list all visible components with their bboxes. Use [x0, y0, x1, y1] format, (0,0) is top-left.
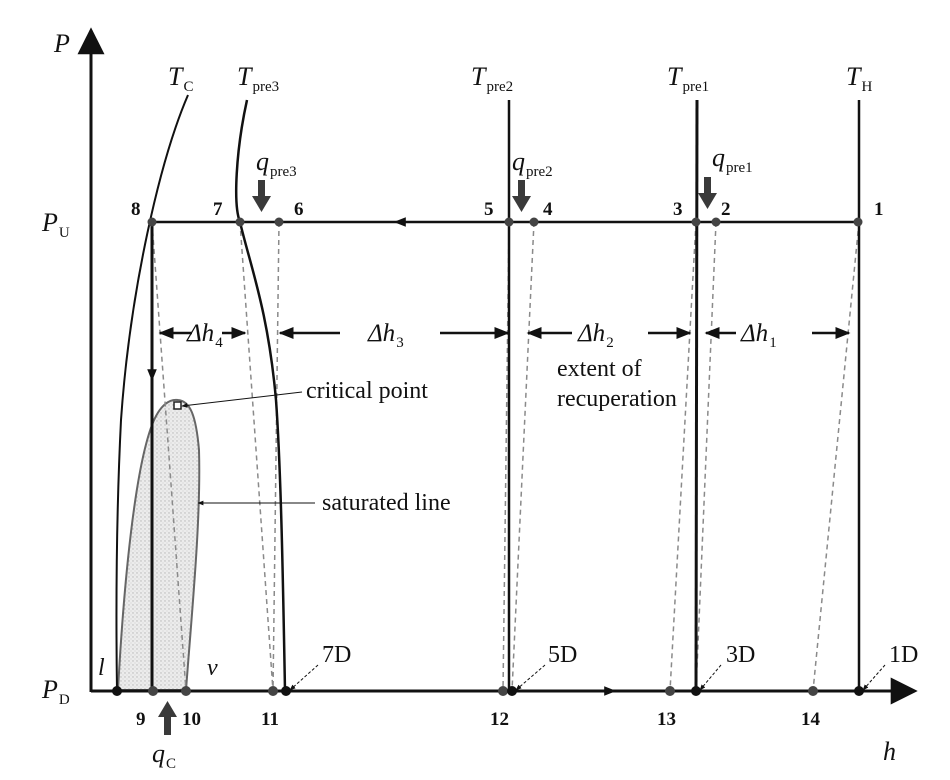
- state-label-8: 8: [131, 199, 141, 220]
- state-label-1d: 1D: [889, 642, 918, 668]
- isotherm-label-tpre3: Tpre3: [237, 62, 279, 95]
- delta-h2-label: Δh2: [577, 320, 614, 351]
- delta-h4-label: Δh4: [186, 320, 223, 351]
- state-label-14: 14: [801, 709, 821, 730]
- heat-arrows: [158, 177, 717, 735]
- critical-point-marker: [173, 401, 182, 410]
- isotherm-tpre3: [235, 99, 287, 692]
- state-label-4: 4: [543, 199, 553, 220]
- q-c-arrow: [158, 701, 177, 735]
- pointer-arrows: [181, 391, 886, 691]
- dashed-paths: [151, 221, 860, 692]
- q-pre2-arrow: [512, 180, 531, 212]
- isotherm-tc: [115, 94, 189, 692]
- recuperation-label-line2: recuperation: [557, 386, 677, 412]
- state-label-10: 10: [182, 709, 201, 730]
- state-label-3: 3: [673, 199, 683, 220]
- state-label-1: 1: [874, 199, 884, 220]
- saturation-dome: [116, 398, 201, 691]
- critical-point-label: critical point: [306, 378, 428, 404]
- state-dots: [112, 217, 864, 696]
- q-pre3-arrow: [252, 180, 271, 212]
- state-label-9: 9: [136, 709, 146, 730]
- state-label-13: 13: [657, 709, 676, 730]
- pressure-upper-label: PU: [41, 208, 70, 241]
- heat-label-qpre2: qpre2: [512, 147, 553, 180]
- isotherm-label-tpre1: Tpre1: [667, 62, 709, 95]
- state-label-7d: 7D: [322, 642, 351, 668]
- state-label-6: 6: [294, 199, 304, 220]
- q-pre1-arrow: [698, 177, 717, 209]
- state-label-11: 11: [261, 709, 279, 730]
- y-axis-symbol: P: [53, 29, 70, 58]
- heat-label-qc: qC: [152, 739, 176, 772]
- state-label-3d: 3D: [726, 642, 755, 668]
- isotherm-label-th: TH: [846, 62, 872, 95]
- state-label-7: 7: [213, 199, 223, 220]
- isotherm-label-tc: TC: [168, 62, 193, 95]
- heat-label-qpre3: qpre3: [256, 147, 297, 180]
- state-label-12: 12: [490, 709, 509, 730]
- vapor-phase-label: v: [207, 655, 218, 681]
- state-label-2: 2: [721, 199, 731, 220]
- isotherm-label-tpre2: Tpre2: [471, 62, 513, 95]
- delta-h1-label: Δh1: [740, 320, 777, 351]
- pressure-lower-label: PD: [41, 675, 70, 708]
- saturated-line-label: saturated line: [322, 490, 451, 516]
- state-label-5d: 5D: [548, 642, 577, 668]
- x-axis-symbol: h: [883, 737, 896, 766]
- recuperation-label-line1: extent of: [557, 356, 642, 382]
- isotherms: [115, 94, 861, 692]
- delta-h3-label: Δh3: [367, 320, 404, 351]
- liquid-phase-label: l: [98, 655, 105, 681]
- isotherm-tpre1: [694, 99, 699, 692]
- heat-label-qpre1: qpre1: [712, 143, 753, 176]
- state-label-5: 5: [484, 199, 494, 220]
